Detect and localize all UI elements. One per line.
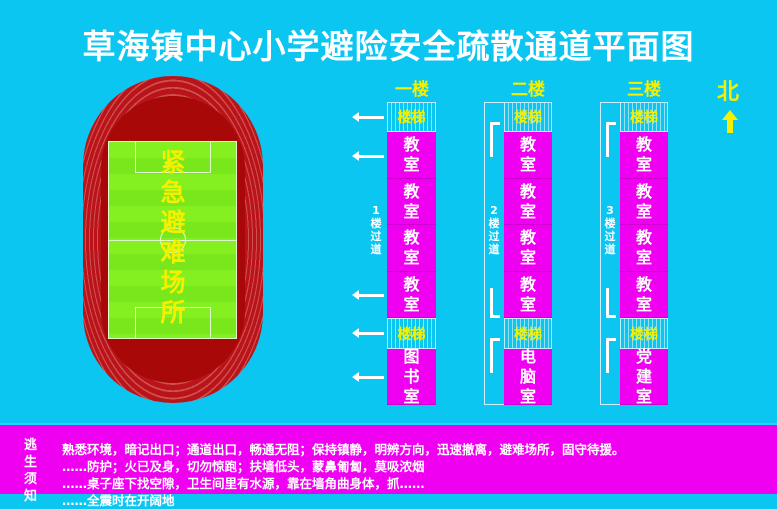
route-arrow-tip [606,122,616,125]
floor-2-computer-room: 电脑室 [504,347,552,406]
floor-3-party-room: 党建室 [620,347,668,406]
football-field: 紧急避难场所 [108,141,237,339]
floor-1-classroom: 教室 [387,179,436,225]
route-arrow-tip [490,315,500,318]
floor-2-classroom: 教室 [504,132,552,179]
floor-2-classroom: 教室 [504,272,552,318]
penalty-box-bottom [135,307,211,338]
floor-2-stairs-top: 楼梯 [504,102,552,132]
notice-line: 熟悉环境，暗记出口；通道出口，畅通无阻；保持镇静，明辨方向，迅速撤离，避难场所，… [62,442,625,457]
floor-1-classroom: 教室 [387,132,436,179]
north-arrow-shaft [727,119,733,133]
route-arrow-icon [606,338,609,373]
floor-3-classroom: 教室 [620,132,668,179]
route-arrow-icon [490,122,493,157]
floor-3-stairs-bottom: 楼梯 [620,318,668,349]
floor-2-classroom: 教室 [504,225,552,272]
floor-3-stairs-top: 楼梯 [620,102,668,132]
notice-line: ……桌子座下找空隙，卫生间里有水源，靠在墙角曲身体，抓…… [62,476,425,491]
page-title: 草海镇中心小学避险安全疏散通道平面图 [82,27,695,66]
field-label: 紧急避难场所 [160,148,186,327]
center-circle [160,227,186,253]
north-label: 北 [717,80,740,105]
floor-3-classroom: 教室 [620,179,668,225]
notice-line: ……全震时在开阔地 [62,493,175,508]
floor-1-stairs-top: 楼梯 [387,102,436,132]
notice-line: ……防护；火已及身，切勿惊跑；扶墙低头，蒙鼻匍匐，莫吸浓烟 [62,459,425,474]
floor-1-classroom: 教室 [387,272,436,318]
floor-3-classroom: 教室 [620,225,668,272]
exit-arrow-icon [352,112,384,122]
floor-3-label: 三楼 [627,80,661,100]
exit-arrow-icon [352,328,384,338]
floor-1-stairs-bottom: 楼梯 [387,318,436,349]
route-arrow-icon [606,122,609,157]
route-arrow-tip [490,338,500,341]
exit-arrow-icon [352,372,384,382]
floor-2-stairs-bottom: 楼梯 [504,318,552,349]
route-arrow-tip [606,315,616,318]
floor-1-label: 一楼 [395,80,429,100]
floor-2-label: 二楼 [511,80,545,100]
exit-arrow-icon [352,151,384,161]
penalty-box-top [135,142,211,173]
route-arrow-icon [490,338,493,373]
route-arrow-tip [490,122,500,125]
floor-2-classroom: 教室 [504,179,552,225]
route-arrow-icon [606,288,609,318]
exit-arrow-icon [352,290,384,300]
escape-notice-panel: 逃生须知 熟悉环境，暗记出口；通道出口，畅通无阻；保持镇静，明辨方向，迅速撤离，… [0,423,777,508]
floor-3-classroom: 教室 [620,272,668,318]
north-arrow-icon [722,110,738,120]
floor-1-classroom: 教室 [387,225,436,272]
floor-1-library: 图书室 [387,347,436,406]
notice-side-label: 逃生须知 [24,438,38,504]
route-arrow-tip [606,338,616,341]
route-arrow-icon [490,288,493,318]
